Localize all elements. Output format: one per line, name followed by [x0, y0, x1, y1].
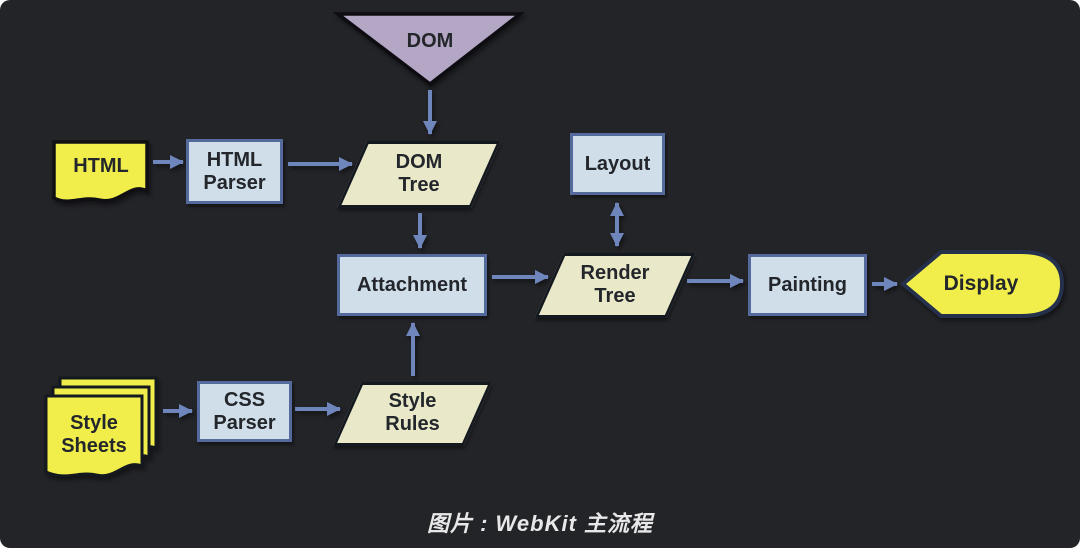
node-label: HTML — [206, 148, 263, 171]
node-dom-triangle — [332, 12, 526, 87]
node-label: Parser — [203, 171, 266, 194]
node-html-parser: HTML Parser — [186, 139, 283, 204]
node-attachment: Attachment — [337, 254, 487, 316]
node-label: CSS — [223, 388, 266, 411]
node-label: Parser — [213, 411, 276, 434]
node-layout: Layout — [570, 133, 665, 195]
node-style-sheets-stack — [44, 376, 158, 478]
node-label: Attachment — [356, 273, 467, 296]
node-display-shape — [899, 250, 1065, 318]
node-label: Layout — [584, 152, 651, 175]
node-html-document — [52, 140, 149, 203]
node-painting: Painting — [748, 254, 867, 316]
figure-caption: 图片 : WebKit 主流程 — [426, 511, 654, 536]
node-label: Painting — [768, 273, 847, 296]
node-css-parser: CSS Parser — [197, 381, 292, 442]
